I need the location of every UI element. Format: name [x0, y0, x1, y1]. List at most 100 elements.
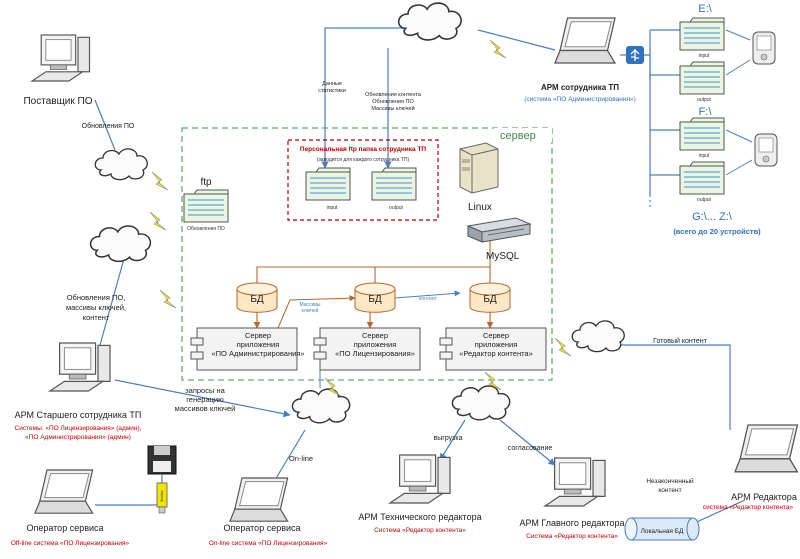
flash-drive-label: fleshka: [160, 490, 164, 501]
app-lic-line1: Сервер: [362, 331, 388, 340]
floppy-icon: [147, 445, 177, 475]
content-label: контент: [419, 296, 438, 302]
cloud-online: [291, 388, 351, 424]
requests-line3: массивов ключей: [175, 404, 236, 413]
drive-f-input-label: input: [699, 153, 710, 159]
updates-po-label: Обновления ПО: [82, 122, 135, 130]
device-e-icon: [752, 31, 776, 65]
content-updates-2: Обновления ПО: [372, 99, 414, 105]
app-admin-line2: приложения: [237, 340, 280, 349]
tp-system: (система «ПО Администрирования»): [524, 96, 636, 103]
tech-editor-line: [439, 419, 466, 461]
local-db-icon: [624, 517, 700, 541]
e-device-link-1: [725, 29, 751, 41]
bolt-4: [489, 39, 507, 59]
mysql-server-icon: [466, 217, 532, 243]
drive-f-output-label: output: [697, 197, 712, 203]
unfinished-line2: контент: [658, 487, 681, 494]
content-updates-3: Массивы ключей: [371, 105, 414, 112]
drive-e-input-folder: [679, 17, 725, 51]
bolt-7: [554, 337, 572, 357]
server-boundary: [181, 127, 553, 381]
drive-e-output-folder: [679, 61, 725, 95]
senior-systems-1: Системы: «ПО Лицензирования» (админ),: [15, 425, 142, 432]
stats-line: [321, 27, 405, 169]
tp-title: АРМ сотрудника ТП: [541, 83, 619, 92]
devices-total-label: (всего до 20 устройств): [673, 227, 761, 236]
senior-title: АРМ Старшего сотрудника ТП: [15, 410, 142, 420]
app-admin-line1: Сервер: [245, 331, 271, 340]
cloud-top: [397, 2, 462, 41]
editor-laptop-icon: [734, 424, 799, 473]
drive-f-label: F:\: [699, 106, 713, 118]
operator2-laptop-icon: [229, 477, 289, 522]
chief-editor-title: АРМ Главного редактора: [519, 518, 624, 528]
tp-to-cloud-line: [477, 29, 556, 51]
upd-keys-line2: массивы ключей,: [66, 303, 126, 312]
ftp-input-label: input: [327, 205, 338, 211]
ftp-output-label: output: [389, 205, 404, 211]
flash-drive-icon: [156, 482, 168, 514]
cloud-editor: [571, 320, 625, 353]
personal-ftp-note: (заводится для каждого сотрудника ТП): [317, 157, 410, 163]
supplier-pc-icon: [31, 34, 91, 82]
drive-gz-label: G:\... Z:\: [692, 211, 733, 223]
personal-ftp-title: Персональная ftp папка сотрудника ТП: [300, 146, 427, 153]
mysql-label: MySQL: [486, 251, 520, 262]
editor-system: система «Редактор контента»: [703, 504, 794, 511]
upload-label: выгрузка: [434, 435, 463, 442]
key-arrays-link: [277, 295, 356, 329]
tech-editor-pc-icon: [389, 454, 451, 504]
ftp-folder-icon: [183, 189, 229, 223]
app-lic-line2: приложения: [354, 340, 397, 349]
linux-server-icon: [459, 142, 499, 194]
ftp-label: ftp: [200, 177, 212, 188]
app-admin-line3: «ПО Администрирования»: [211, 349, 304, 358]
senior-systems-2: «ПО Администрирования» (админ): [25, 434, 131, 441]
tech-editor-title: АРМ Технического редактора: [358, 512, 481, 522]
connection-lines: [94, 27, 753, 526]
key-arrays-label-1: Массивы: [299, 302, 320, 308]
operator2-title: Оператор сервиса: [223, 523, 300, 533]
personal-ftp-box: [287, 139, 439, 221]
cloud-to-senior-line: [99, 254, 126, 346]
ready-content-label: Готовый контент: [653, 337, 707, 345]
app-editor-line1: Сервер: [483, 331, 509, 340]
ftp-folder-caption: Обновления ПО: [187, 226, 225, 232]
bolt-1: [151, 171, 169, 191]
requests-line1: запросы на: [185, 386, 225, 395]
bolt-2: [149, 211, 167, 231]
content-link: [394, 290, 461, 299]
content-updates-1: Обновления контента: [365, 92, 422, 98]
tp-laptop-icon: [554, 17, 616, 64]
db-lic-label: БД: [368, 294, 382, 305]
f-device-link-2: [725, 159, 753, 176]
server-label: сервер: [500, 130, 536, 142]
e-device-link-2: [725, 59, 751, 76]
cloud-ftp: [89, 225, 152, 263]
operator1-title: Оператор сервиса: [26, 523, 103, 533]
key-arrays-label-2: ключей: [302, 307, 319, 314]
ftp-input-folder: [305, 167, 351, 201]
senior-pc-icon: [49, 342, 111, 392]
tech-editor-system: Система «Редактор контента»: [374, 527, 466, 534]
unfinished-line1: Незаконченный: [646, 477, 694, 485]
f-device-link-1: [725, 129, 753, 143]
requests-line2: генерацию: [186, 395, 224, 404]
upd-keys-line3: контент: [83, 313, 110, 322]
ftp-output-folder: [371, 167, 417, 201]
drive-f-output-folder: [679, 161, 725, 195]
stats-line2: статистики: [318, 88, 346, 94]
bolt-3: [159, 289, 177, 309]
drive-e-output-label: output: [697, 97, 712, 103]
editor-to-localdb-line: [689, 499, 746, 526]
cloud-supplier: [94, 148, 148, 181]
app-lic-line3: «ПО Лицензирования»: [335, 349, 415, 358]
app-editor-line2: приложения: [475, 340, 518, 349]
server-label-bg: [494, 128, 552, 142]
drive-e-input-label: input: [699, 53, 710, 59]
supplier-label: Поставщик ПО: [23, 96, 92, 107]
supplier-to-cloud-line: [94, 99, 116, 151]
